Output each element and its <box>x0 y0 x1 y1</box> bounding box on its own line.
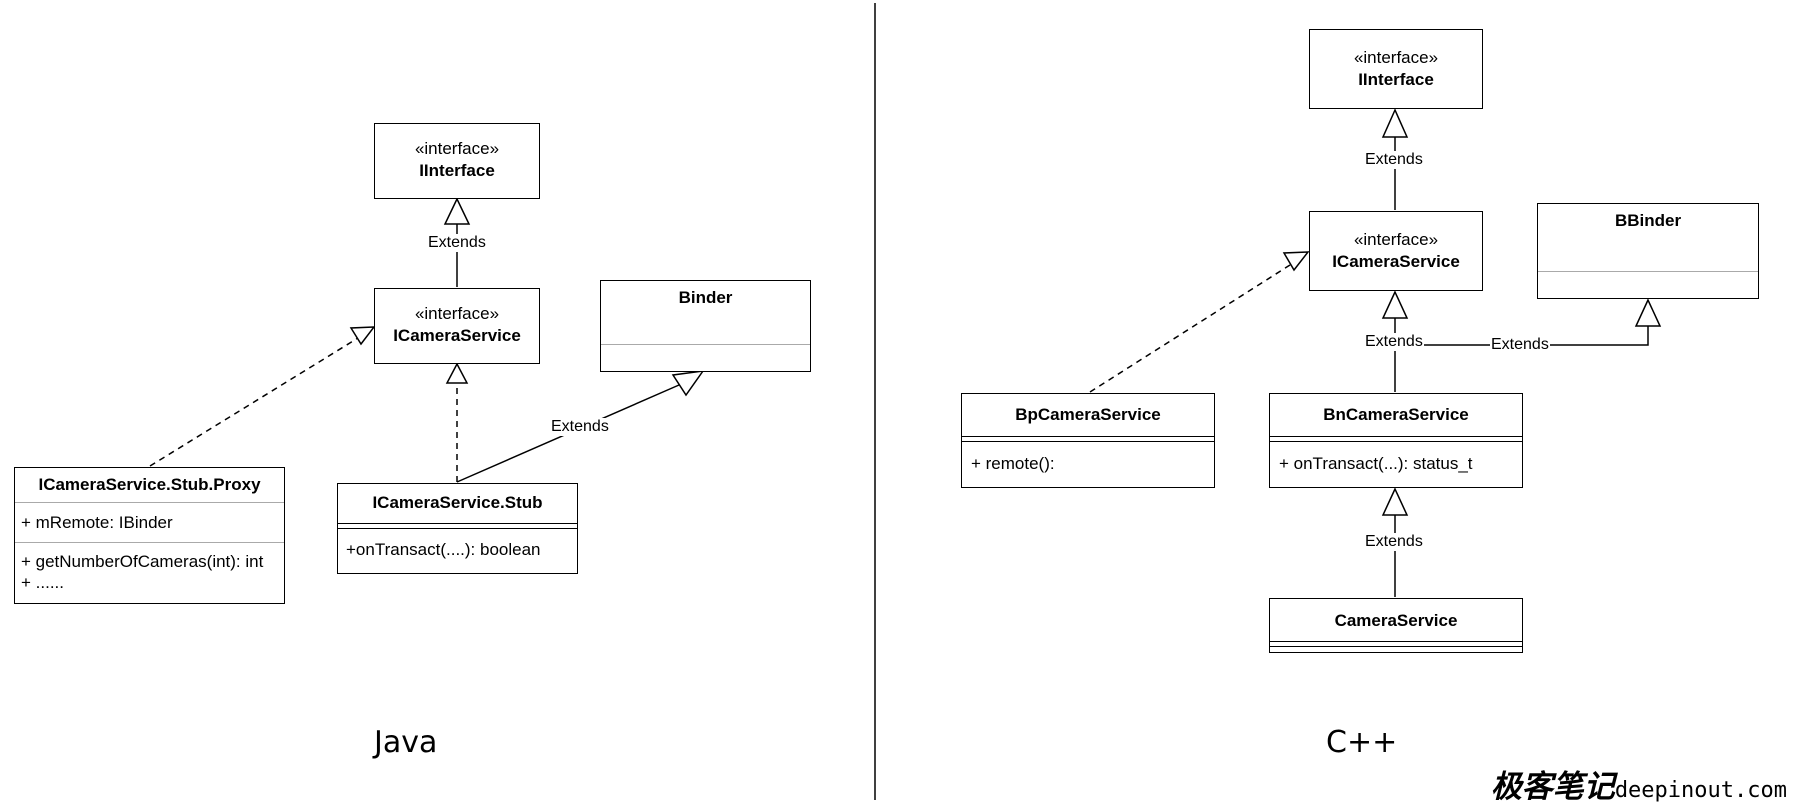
watermark-url: deepinout.com <box>1614 778 1787 803</box>
java-section-label: Java <box>374 725 438 760</box>
cpp-section-label: C++ <box>1326 725 1398 760</box>
watermark-chinese: 极客笔记 <box>1490 769 1615 805</box>
cpp-extends-iinterface-label: Extends <box>1364 151 1424 169</box>
method-row: + getNumberOfCameras(int): int <box>21 552 264 571</box>
java-binder-box: Binder <box>600 280 811 372</box>
java-edge-proxy-realizes <box>149 326 376 467</box>
class-name: ICameraService.Stub <box>372 493 543 512</box>
compartment-divider <box>338 528 577 529</box>
compartment-divider <box>338 523 577 524</box>
method-row: + onTransact(...): status_t <box>1279 454 1473 473</box>
compartment-divider <box>1270 641 1522 642</box>
compartment-divider <box>15 502 284 503</box>
cpp-edge-bp-realizes <box>1089 251 1310 393</box>
java-edge-stub-realizes <box>445 362 469 482</box>
compartment-divider <box>962 436 1214 437</box>
stereotype-label: «interface» <box>414 139 500 158</box>
java-extends-label: Extends <box>427 234 487 252</box>
class-name: BnCameraService <box>1323 405 1469 424</box>
class-name: ICameraService <box>1332 252 1460 271</box>
compartment-divider <box>1270 646 1522 647</box>
java-icameraservice-box: «interface» ICameraService <box>374 288 540 364</box>
class-name: BBinder <box>1614 211 1682 230</box>
compartment-divider <box>1538 271 1758 272</box>
class-name: Binder <box>678 288 733 307</box>
cpp-extends-bbinder-label: Extends <box>1490 336 1550 354</box>
method-row: +onTransact(....): boolean <box>346 540 541 559</box>
cpp-edge-extends-bbinder <box>1395 298 1662 346</box>
class-name: BpCameraService <box>1015 405 1161 424</box>
cpp-edge-extends-bn <box>1381 487 1409 597</box>
class-name: IInterface <box>419 161 495 180</box>
stereotype-label: «interface» <box>1353 230 1439 249</box>
class-name: ICameraService.Stub.Proxy <box>38 475 261 494</box>
cpp-icameraservice-box: «interface» ICameraService <box>1309 211 1483 291</box>
cpp-extends-icameraservice-label: Extends <box>1364 333 1424 351</box>
cpp-edge-extends-icameraservice <box>1381 290 1409 392</box>
cpp-bn-box: BnCameraService + onTransact(...): statu… <box>1269 393 1523 488</box>
compartment-divider <box>15 542 284 543</box>
method-row: + ...... <box>21 573 64 592</box>
cpp-bbinder-box: BBinder <box>1537 203 1759 299</box>
compartment-divider <box>601 344 810 345</box>
method-row: + remote(): <box>971 454 1055 473</box>
stereotype-label: «interface» <box>1353 48 1439 67</box>
cpp-bp-box: BpCameraService + remote(): <box>961 393 1215 488</box>
watermark: 极客笔记deepinout.com <box>1491 761 1787 806</box>
compartment-divider <box>1270 441 1522 442</box>
java-proxy-box: ICameraService.Stub.Proxy + mRemote: IBi… <box>14 467 285 604</box>
cpp-cameraservice-box: CameraService <box>1269 598 1523 653</box>
java-stub-box: ICameraService.Stub +onTransact(....): b… <box>337 483 578 574</box>
class-name: ICameraService <box>393 326 521 345</box>
java-extends-binder-label: Extends <box>550 418 610 436</box>
class-name: IInterface <box>1358 70 1434 89</box>
cpp-iinterface-box: «interface» IInterface <box>1309 29 1483 109</box>
java-iinterface-box: «interface» IInterface <box>374 123 540 199</box>
cpp-edge-extends-iinterface <box>1381 108 1409 210</box>
compartment-divider <box>1270 436 1522 437</box>
class-name: CameraService <box>1334 611 1458 630</box>
compartment-divider <box>962 441 1214 442</box>
field-row: + mRemote: IBinder <box>21 513 173 532</box>
stereotype-label: «interface» <box>414 304 500 323</box>
cpp-extends-bn-label: Extends <box>1364 533 1424 551</box>
